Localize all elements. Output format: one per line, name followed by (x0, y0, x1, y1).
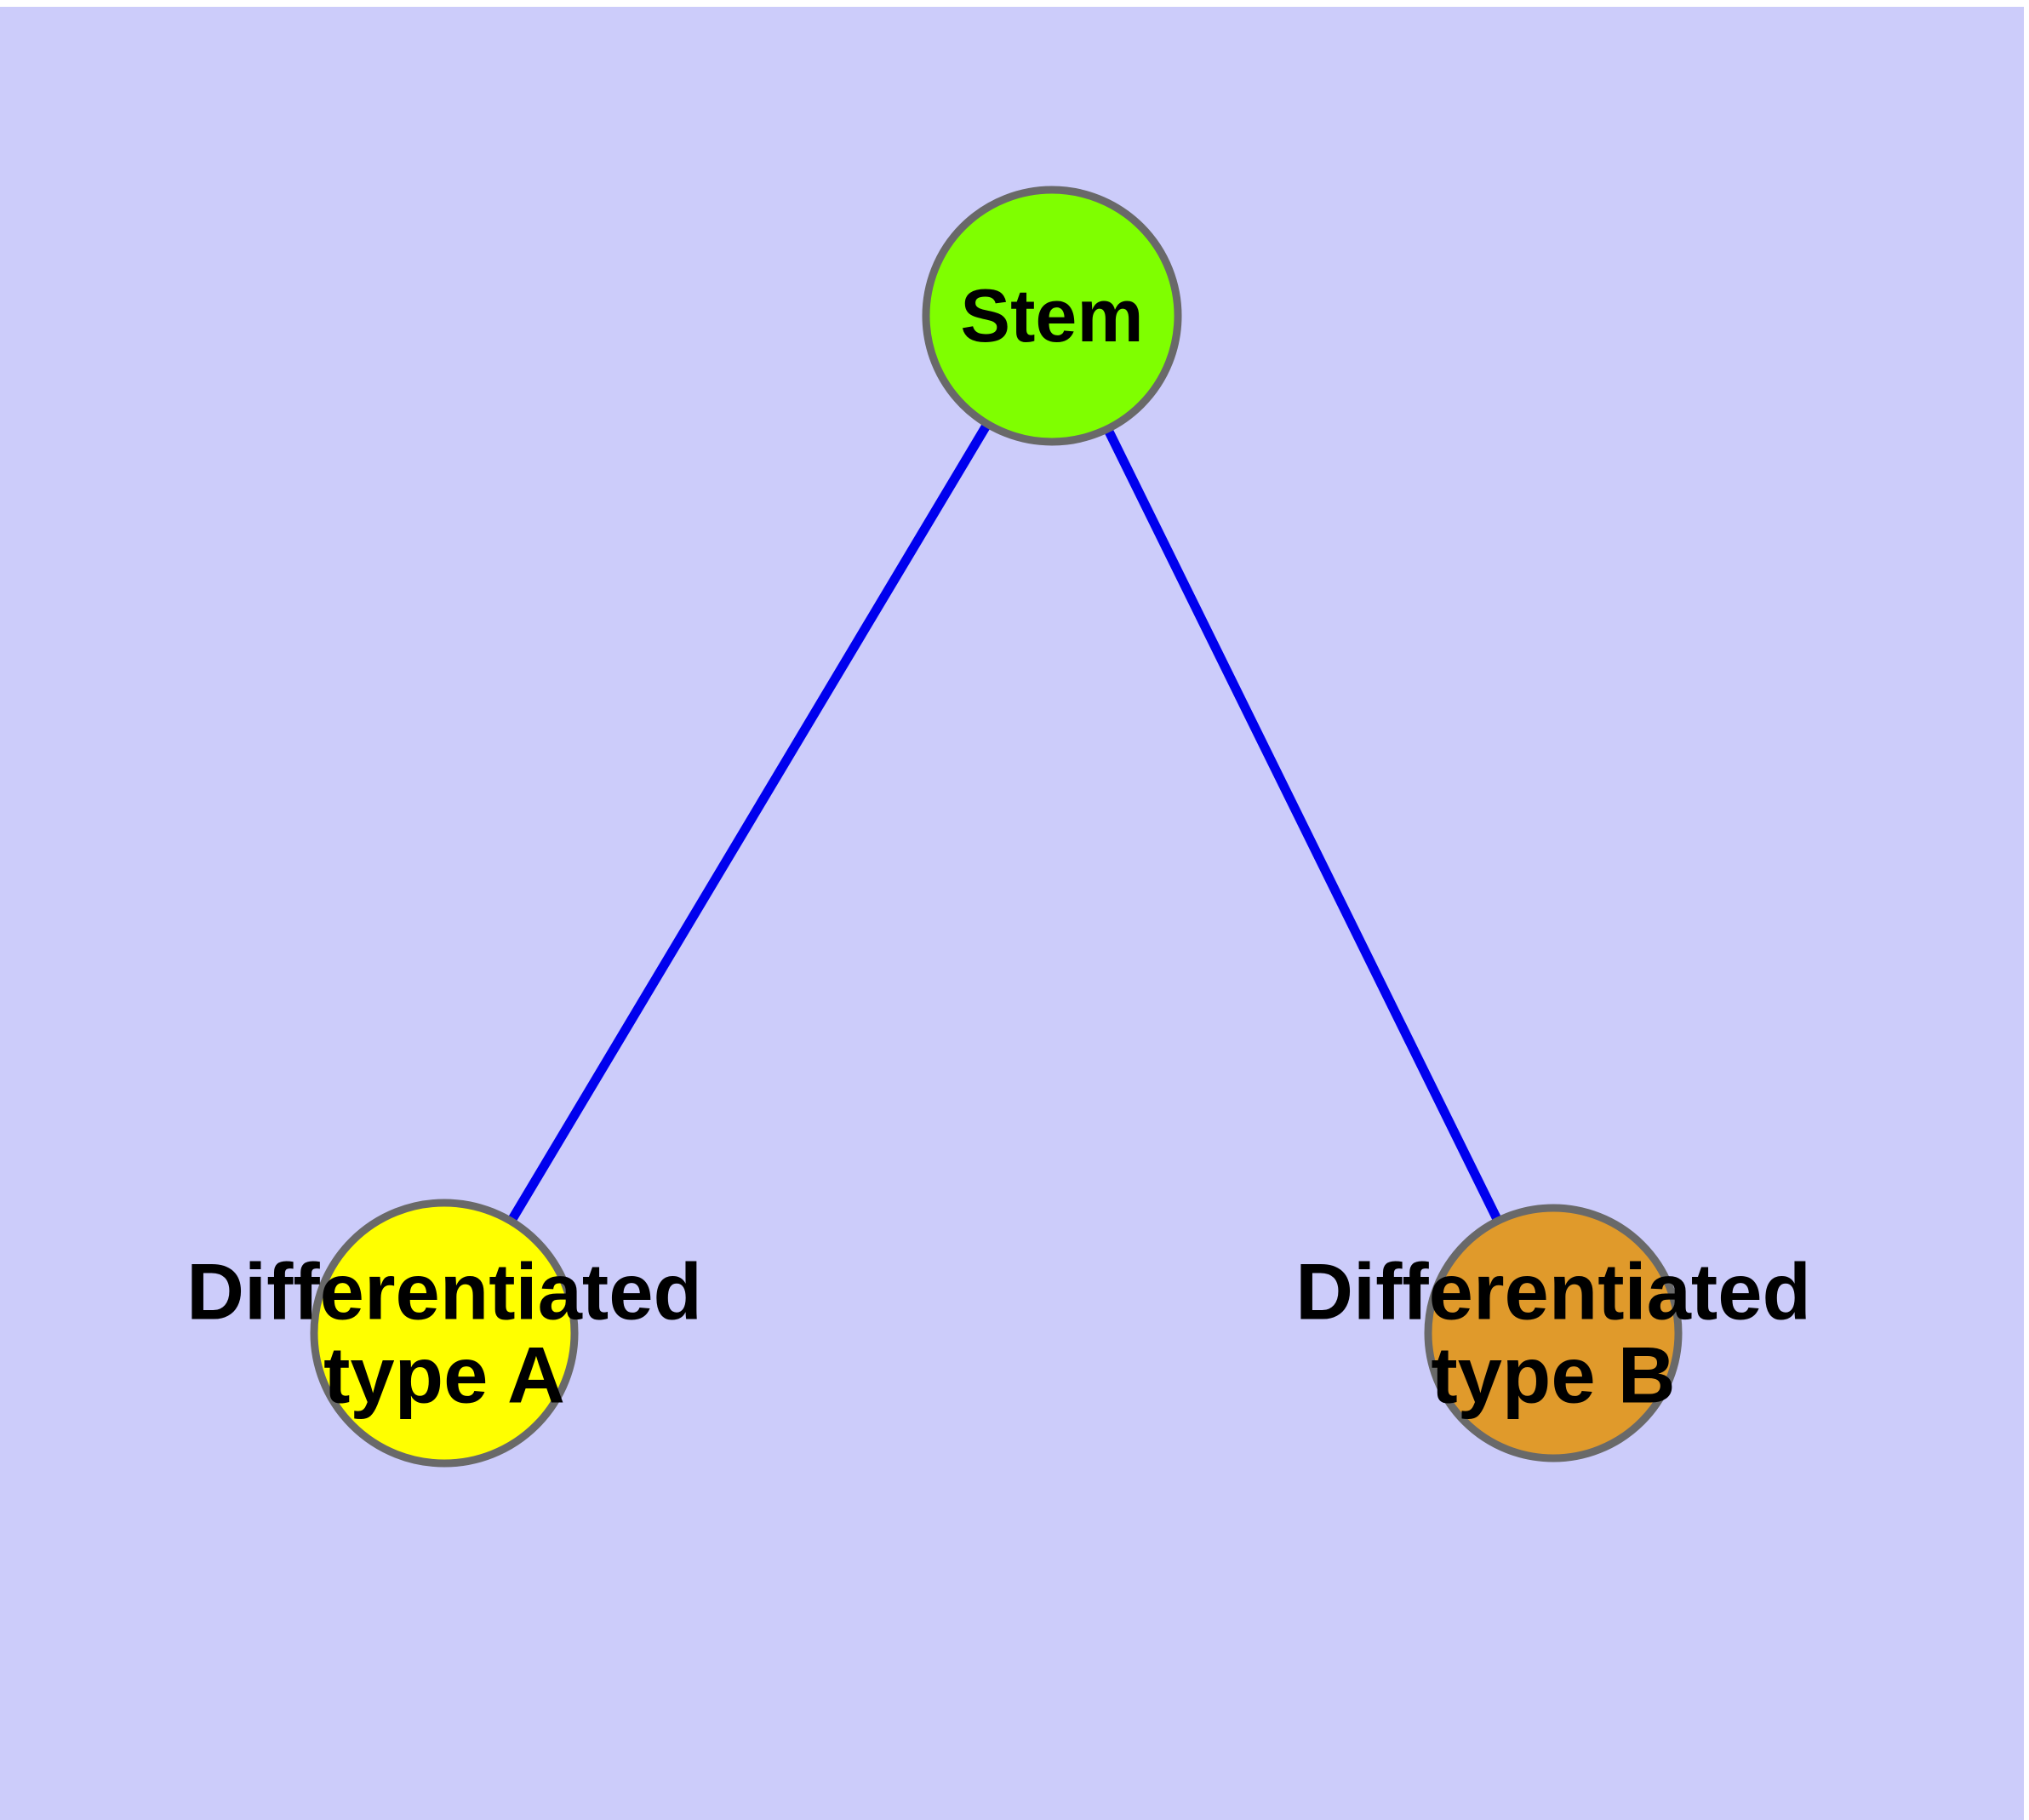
node-differentiated-type-a[interactable] (310, 1199, 579, 1468)
edge-stem-to-differentiated-type-b (1048, 313, 1557, 1336)
edge-layer (440, 313, 1557, 1336)
node-layer (310, 186, 1683, 1468)
node-stem[interactable] (922, 186, 1182, 446)
node-differentiated-type-b[interactable] (1424, 1204, 1683, 1462)
edge-stem-to-differentiated-type-a (440, 313, 1056, 1336)
